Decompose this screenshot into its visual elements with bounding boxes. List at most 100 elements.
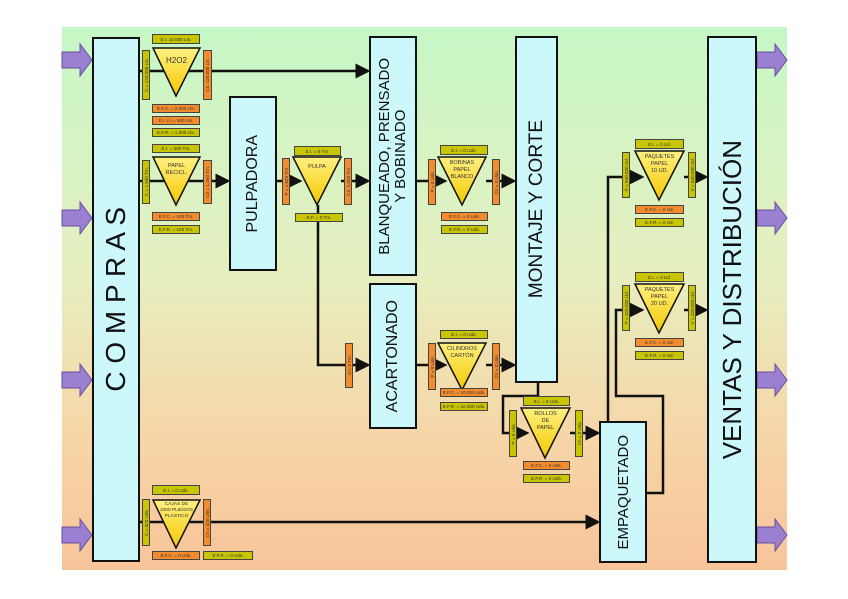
cilindros-p-text: P = 0 Uds.	[429, 355, 435, 378]
h2o2-cn-text: Cn. 120.000 Lts.	[205, 58, 210, 92]
ventas-block: VENTAS Y DISTRIBUCIÓN	[707, 36, 757, 563]
paq20-v: V = 320.000 Ud.	[688, 285, 696, 331]
compras-block: C O M P R A S	[92, 37, 140, 562]
paq10-v-text: V = 640.000 Ud.	[689, 158, 695, 192]
triangle-bobinas	[436, 156, 488, 207]
bobinas-p: P = 0 Uds.	[428, 159, 436, 205]
cajas-cn: Cn = 320 Uds.	[203, 499, 211, 546]
cartonado-cn-text: Cn. 0 Tm.	[346, 355, 352, 376]
h2o2-efr: E.F.R. = 1.500 Lts.	[152, 128, 200, 137]
cartonado-cn: Cn. 0 Tm.	[345, 343, 353, 388]
cilindros-ei: E.I. = 0 Uds.	[440, 330, 488, 339]
acartonado-block: ACARTONADO	[369, 283, 417, 429]
line-pulpa-acartonado	[316, 205, 371, 373]
pulpadora-label: PULPADORA	[244, 134, 261, 233]
bobinas-p-text: P = 0 Uds.	[429, 171, 435, 193]
h2o2-di: D.I. (-) = 500 Lts.	[152, 116, 200, 125]
paq10-p: P = 640.000 Ud.	[622, 152, 630, 198]
output-arrow-4	[756, 517, 788, 553]
blanqueado-label: BLANQUEADO, PRENSADO Y BOBINADO	[376, 57, 409, 255]
bobinas-ei: E.I. = 0 Uds.	[440, 145, 488, 155]
paq10-p-text: P = 640.000 Ud.	[623, 158, 629, 192]
cajas-efr: E.F.R. = 0 Uds.	[203, 551, 253, 560]
rollos-p-text: P = 0 Uds.	[510, 422, 516, 445]
papel-c-text: C = 1.500 Tm.	[143, 167, 149, 197]
pulpa-ef: E.F. = 0 Tm.	[295, 213, 343, 222]
line-empaquetado-paq20	[614, 302, 665, 495]
h2o2-efc: E.F.C. = 2.000 Lts.	[152, 104, 200, 113]
bobinas-name: BOBINAS PAPEL BLANCO	[449, 160, 475, 180]
h2o2-name: H2O2	[166, 56, 187, 65]
cajas-name: CAJAS DE 1000 PLIEGOS PLÁSTICO	[159, 502, 194, 519]
bobinas-cn: Cn = 0 Uds.	[492, 159, 500, 205]
pulpa-p-text: P = 1.625 Tm	[283, 167, 289, 196]
paq10-efc: E.F.C. = 0 Ud.	[635, 205, 684, 214]
cilindros-cn-text: Cn = 0 Uds.	[493, 354, 499, 379]
rollos-p: P = 0 Uds.	[509, 410, 517, 457]
rollos-efc: E.F.C. = 0 Uds.	[523, 461, 570, 470]
cilindros-efc: E.F.C. = 10.000 Uds.	[440, 388, 488, 397]
triangle-rollos	[519, 407, 572, 460]
output-arrow-3	[756, 362, 788, 398]
paq10-name: PAQUETES PAPEL 10 UD.	[644, 154, 675, 174]
cajas-cn-text: Cn = 320 Uds.	[204, 507, 210, 538]
bobinas-efr: E.F.R. = 0 Uds.	[441, 225, 488, 234]
ventas-label: VENTAS Y DISTRIBUCIÓN	[716, 139, 747, 460]
input-arrow-3	[61, 362, 93, 398]
h2o2-cn: Cn. 120.000 Lts.	[203, 50, 212, 100]
papel-cn-text: Cn = 1.450 Tm.	[205, 166, 210, 198]
input-arrow-2	[61, 200, 93, 236]
triangle-papel	[151, 156, 202, 207]
paq10-ei: E.I. = 0 Ud.	[635, 139, 684, 149]
pulpa-ei: E.I. = 0 Tm.	[294, 146, 341, 156]
cilindros-p: P = 0 Uds.	[428, 343, 436, 390]
cilindros-cn: Cn = 0 Uds.	[492, 343, 500, 390]
papel-c: C = 1.500 Tm.	[142, 160, 150, 204]
paq20-name: PAQUETES PAPEL 20 UD.	[644, 287, 675, 307]
paq20-v-text: V = 320.000 Ud.	[689, 291, 695, 325]
compras-label: C O M P R A S	[100, 207, 131, 392]
triangle-pulpa	[291, 156, 343, 207]
triangle-paq10	[633, 150, 686, 202]
h2o2-ei: E.I. 10.000 Lts.	[152, 34, 200, 44]
output-arrow-1	[756, 42, 788, 78]
line-empaquetado-paq10	[606, 169, 645, 422]
input-arrow-1	[61, 42, 93, 78]
paq20-efc: E.F.C. = 0 Ud.	[635, 338, 684, 347]
rollos-cn: Cn = 0 Uds.	[575, 410, 583, 457]
montaje-label: MONTAJE Y CORTE	[525, 120, 547, 299]
h2o2-c: C = 120.000 Lts.	[142, 50, 150, 100]
montaje-block: MONTAJE Y CORTE	[515, 36, 558, 383]
paq20-efr: E.F.R. = 0 Ud.	[635, 351, 684, 360]
output-arrow-2	[756, 200, 788, 236]
input-arrow-4	[61, 517, 93, 553]
cajas-efc: E.F.C. = 0 Uds.	[152, 551, 200, 560]
acartonado-label: ACARTONADO	[384, 299, 401, 413]
pulpa-cn-text: Cn. 1.000 Tm	[345, 167, 351, 196]
bobinas-cn-text: Cn = 0 Uds.	[493, 169, 499, 195]
cilindros-efr: E.F.R. = 10.000 Uds.	[440, 402, 488, 411]
papel-ei: E.I. = 350 Tm.	[152, 144, 200, 153]
blanqueado-block: BLANQUEADO, PRENSADO Y BOBINADO	[369, 36, 417, 276]
rollos-ei: E.I. = 0 Uds.	[523, 396, 570, 406]
cajas-c-text: C = 320 Uds.	[143, 509, 149, 536]
empaquetado-label: EMPAQUETADO	[614, 434, 632, 550]
papel-cn: Cn = 1.450 Tm.	[203, 160, 212, 204]
pulpa-cn: Cn. 1.000 Tm	[344, 158, 352, 205]
paq20-p-text: P = 320.000 Ud.	[623, 291, 629, 325]
empaquetado-block: EMPAQUETADO	[599, 421, 647, 563]
paq10-v: V = 640.000 Ud.	[688, 152, 696, 198]
rollos-efr: E.F.R. = 0 Uds.	[523, 474, 570, 483]
pulpa-name: PULPA	[308, 164, 326, 170]
pulpa-p: P = 1.625 Tm	[282, 158, 290, 205]
paq20-ei: E.I. = 0 Ud.	[635, 272, 684, 282]
pulpadora-block: PULPADORA	[229, 96, 277, 271]
cajas-c: C = 320 Uds.	[142, 499, 150, 546]
triangle-h2o2	[151, 47, 202, 98]
paq10-efr: E.F.R. = 0 Ud.	[635, 218, 684, 227]
triangle-paq20	[633, 283, 686, 335]
triangle-cilindros	[436, 342, 488, 392]
paq20-p: P = 320.000 Ud.	[622, 285, 630, 331]
papel-efc: E.F.C. = 100 Tm.	[152, 212, 200, 221]
